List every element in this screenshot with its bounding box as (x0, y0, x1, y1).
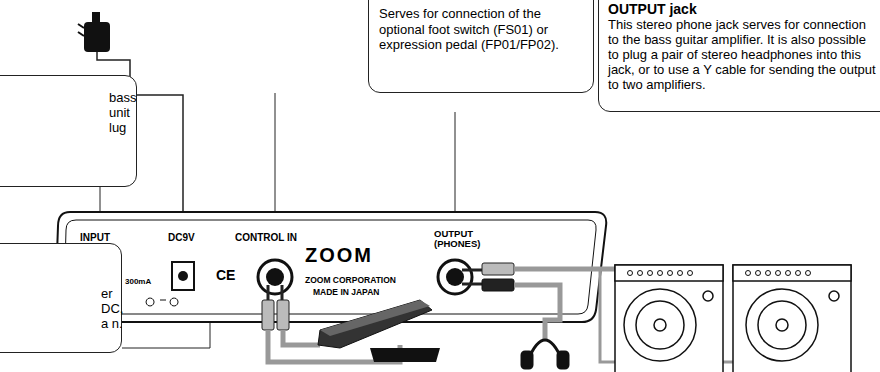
callout-text: Serves for connection of the optional fo… (379, 6, 585, 53)
expression-pedal (318, 300, 432, 348)
bass-amplifier (829, 291, 839, 301)
output-jack (482, 279, 514, 291)
output-jack (482, 263, 514, 275)
ac-adapter (84, 22, 110, 52)
dc-jack (146, 298, 178, 306)
output-jack (514, 285, 560, 340)
amp-knobs (688, 271, 693, 276)
bass-amplifier (703, 291, 713, 301)
ac-adapter (78, 24, 84, 36)
callout-text: This stereo phone jack serves for connec… (608, 17, 876, 92)
bass-amplifier (654, 319, 666, 331)
control-in-jack (283, 330, 320, 345)
expression-pedal (318, 300, 432, 348)
callout-box: bass unit lug (0, 75, 137, 187)
bass-amplifier (758, 301, 806, 349)
amp-knobs (806, 271, 811, 276)
output-jack (446, 268, 464, 286)
callout-text: bass unit lug (109, 90, 143, 135)
output-jack (462, 270, 482, 284)
bass-amplifier (615, 265, 723, 372)
foot-switch (370, 348, 440, 362)
dc-jack (178, 271, 188, 281)
control-in-jack (268, 285, 282, 300)
control-in-jack (258, 260, 292, 294)
foot-switch (370, 348, 440, 362)
amp-knobs (628, 271, 633, 276)
bass-amplifier (636, 301, 684, 349)
jack-label: OUTPUT (PHONES) (434, 229, 482, 249)
amp-knobs (678, 271, 683, 276)
amp-knobs (668, 271, 673, 276)
control-in-jack (266, 268, 284, 286)
brand-logo: ZOOM (305, 245, 373, 266)
headphones (522, 340, 568, 368)
amp-knobs (766, 271, 771, 276)
amp-knobs (628, 271, 811, 276)
callout-box: OUTPUT jackThis stereo phone jack serves… (598, 0, 880, 112)
control-in-jack (262, 300, 274, 330)
bass-amplifier (733, 265, 851, 372)
amp-knobs (796, 271, 801, 276)
headphones (558, 352, 568, 368)
dc-jack (172, 262, 194, 290)
bass-amplifier (733, 265, 851, 281)
callout-box: Serves for connection of the optional fo… (368, 0, 594, 93)
amp-knobs (746, 271, 751, 276)
amp-knobs (638, 271, 643, 276)
callout-box: er DC, a n. (0, 243, 122, 353)
bass-amplifier (615, 265, 723, 281)
jack-label: CONTROL IN (235, 233, 297, 244)
amp-knobs (658, 271, 663, 276)
expression-pedal (320, 300, 430, 336)
output-jack (438, 260, 472, 294)
amp-knobs (648, 271, 653, 276)
bass-amplifier (776, 319, 788, 331)
callout-heading: OUTPUT jack (608, 1, 876, 17)
dc-jack (146, 262, 194, 306)
bass-amplifier (746, 289, 818, 361)
amp-knobs (776, 271, 781, 276)
bass-amplifier (624, 289, 696, 361)
ac-adapter (92, 12, 100, 24)
rating-label: 300mA (125, 278, 151, 286)
control-in-jack (277, 300, 289, 330)
headphones (522, 352, 532, 368)
maker-label: ZOOM CORPORATION (305, 276, 396, 285)
amp-knobs (786, 271, 791, 276)
origin-label: MADE IN JAPAN (313, 288, 379, 297)
amp-knobs (756, 271, 761, 276)
callout-text: er DC, a n. (101, 286, 131, 331)
jack-label: INPUT (80, 233, 110, 244)
ce-mark: CE (216, 268, 235, 283)
bass-amplifier (615, 265, 851, 372)
jack-label: DC9V (168, 233, 195, 244)
